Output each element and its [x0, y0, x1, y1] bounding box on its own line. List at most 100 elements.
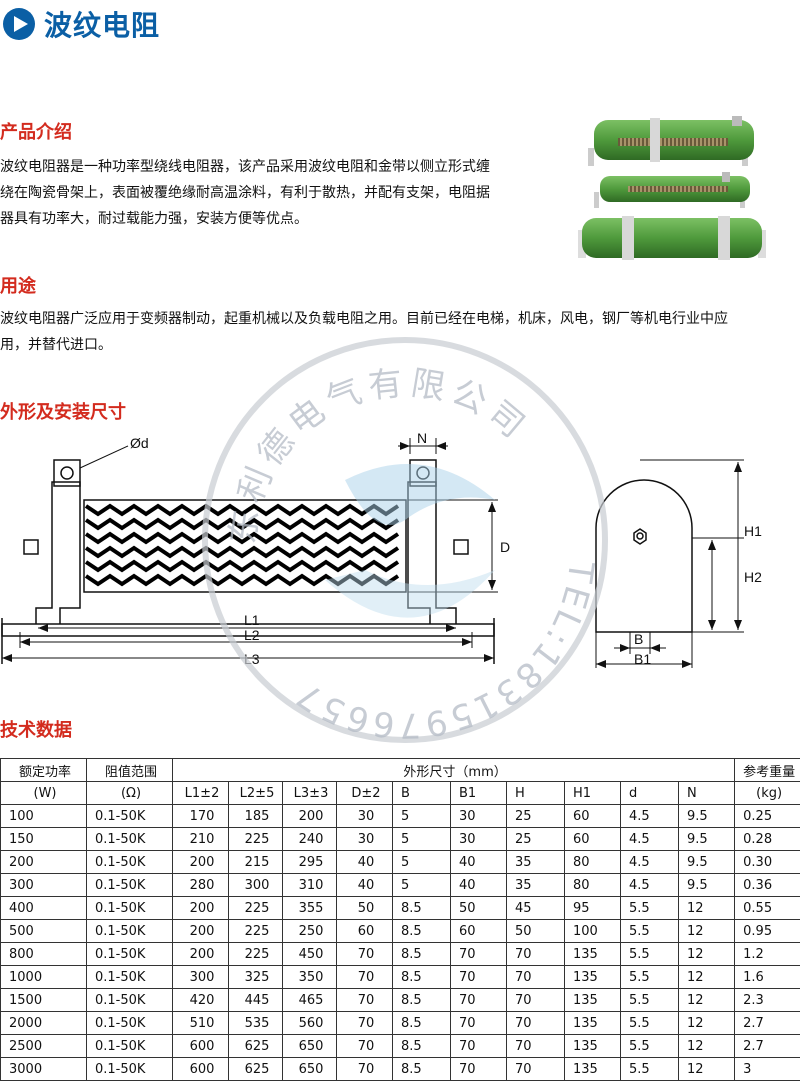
- table-cell: 70: [506, 1011, 565, 1035]
- table-cell: 70: [506, 965, 565, 989]
- usage-heading: 用途: [0, 276, 36, 297]
- table-cell: 0.1-50K: [86, 896, 173, 920]
- table-cell: 80: [564, 873, 621, 897]
- header-dim-col: N: [677, 781, 736, 805]
- table-cell: 350: [282, 965, 337, 989]
- d-leader: [79, 445, 129, 469]
- table-cell: 135: [564, 1011, 621, 1035]
- label-h2: H2: [744, 569, 762, 585]
- table-cell: 2.7: [734, 1034, 800, 1058]
- header-dims: 外形尺寸（mm）: [171, 758, 736, 782]
- right-endcap: [453, 539, 469, 555]
- table-cell: 8.5: [392, 1057, 451, 1081]
- table-cell: 445: [228, 988, 283, 1012]
- table-cell: 560: [282, 1011, 337, 1035]
- table-cell: 0.1-50K: [86, 1034, 173, 1058]
- table-cell: 0.95: [734, 919, 800, 943]
- table-cell: 3: [734, 1057, 800, 1081]
- table-cell: 300: [228, 873, 283, 897]
- table-cell: 185: [228, 804, 283, 828]
- page-title: 波纹电阻: [44, 9, 161, 42]
- table-cell: 210: [172, 827, 229, 851]
- table-cell: 70: [336, 942, 393, 966]
- table-cell: 25: [506, 827, 565, 851]
- table-cell: 12: [677, 919, 736, 943]
- label-h1: H1: [744, 523, 762, 539]
- header-dim-col: L2±5: [228, 781, 283, 805]
- table-cell: 70: [450, 1034, 507, 1058]
- table-cell: 2.7: [734, 1011, 800, 1035]
- resistor-photo-3: [578, 216, 766, 260]
- table-cell: 0.1-50K: [86, 988, 173, 1012]
- table-cell: 35: [506, 850, 565, 874]
- table-cell: 9.5: [677, 827, 736, 851]
- table-header-row: 额定功率 阻值范围 外形尺寸（mm） 参考重量: [0, 758, 800, 782]
- left-lug: [53, 459, 81, 487]
- table-cell: 280: [172, 873, 229, 897]
- left-lug-hole: [60, 466, 74, 480]
- table-cell: 240: [282, 827, 337, 851]
- table-cell: 135: [564, 942, 621, 966]
- table-cell: 0.1-50K: [86, 850, 173, 874]
- header-weight-unit: (kg): [734, 781, 800, 805]
- table-cell: 0.1-50K: [86, 919, 173, 943]
- table-cell: 30: [336, 804, 393, 828]
- header-dim-col: B1: [450, 781, 507, 805]
- header-dim-col: D±2: [336, 781, 393, 805]
- table-cell: 400: [0, 896, 87, 920]
- table-cell: 100: [0, 804, 87, 828]
- left-endcap: [23, 539, 39, 555]
- dimensions-heading: 外形及安装尺寸: [0, 402, 126, 423]
- header-power-unit: (W): [0, 781, 87, 805]
- table-cell: 535: [228, 1011, 283, 1035]
- label-dd: D: [500, 539, 510, 555]
- table-cell: 9.5: [677, 804, 736, 828]
- table-cell: 650: [282, 1034, 337, 1058]
- table-cell: 0.36: [734, 873, 800, 897]
- table-cell: 70: [506, 988, 565, 1012]
- table-cell: 4.5: [620, 827, 679, 851]
- table-cell: 215: [228, 850, 283, 874]
- table-cell: 8.5: [392, 919, 451, 943]
- right-bracket: [407, 481, 457, 624]
- table-cell: 1.2: [734, 942, 800, 966]
- table-cell: 135: [564, 1057, 621, 1081]
- table-cell: 0.1-50K: [86, 873, 173, 897]
- table-cell: 5.5: [620, 1034, 679, 1058]
- table-cell: 135: [564, 965, 621, 989]
- table-cell: 95: [564, 896, 621, 920]
- table-cell: 60: [564, 827, 621, 851]
- table-cell: 170: [172, 804, 229, 828]
- table-cell: 5.5: [620, 1011, 679, 1035]
- table-cell: 0.1-50K: [86, 942, 173, 966]
- table-cell: 0.1-50K: [86, 804, 173, 828]
- table-cell: 1000: [0, 965, 87, 989]
- table-cell: 70: [506, 942, 565, 966]
- table-cell: 12: [677, 1057, 736, 1081]
- table-cell: 50: [336, 896, 393, 920]
- table-cell: 2.3: [734, 988, 800, 1012]
- table-cell: 12: [677, 988, 736, 1012]
- table-cell: 60: [564, 804, 621, 828]
- side-view: [595, 479, 693, 633]
- table-cell: 70: [336, 965, 393, 989]
- table-cell: 25: [506, 804, 565, 828]
- table-cell: 200: [172, 919, 229, 943]
- table-cell: 12: [677, 896, 736, 920]
- intro-line: 绕在陶瓷骨架上，表面被覆绝缘耐高温涂料，有利于散热，并配有支架，电阻据: [0, 185, 490, 201]
- table-cell: 0.30: [734, 850, 800, 874]
- table-cell: 12: [677, 1011, 736, 1035]
- table-cell: 30: [450, 827, 507, 851]
- table-cell: 135: [564, 1034, 621, 1058]
- label-b1: B1: [634, 651, 651, 667]
- table-cell: 70: [450, 942, 507, 966]
